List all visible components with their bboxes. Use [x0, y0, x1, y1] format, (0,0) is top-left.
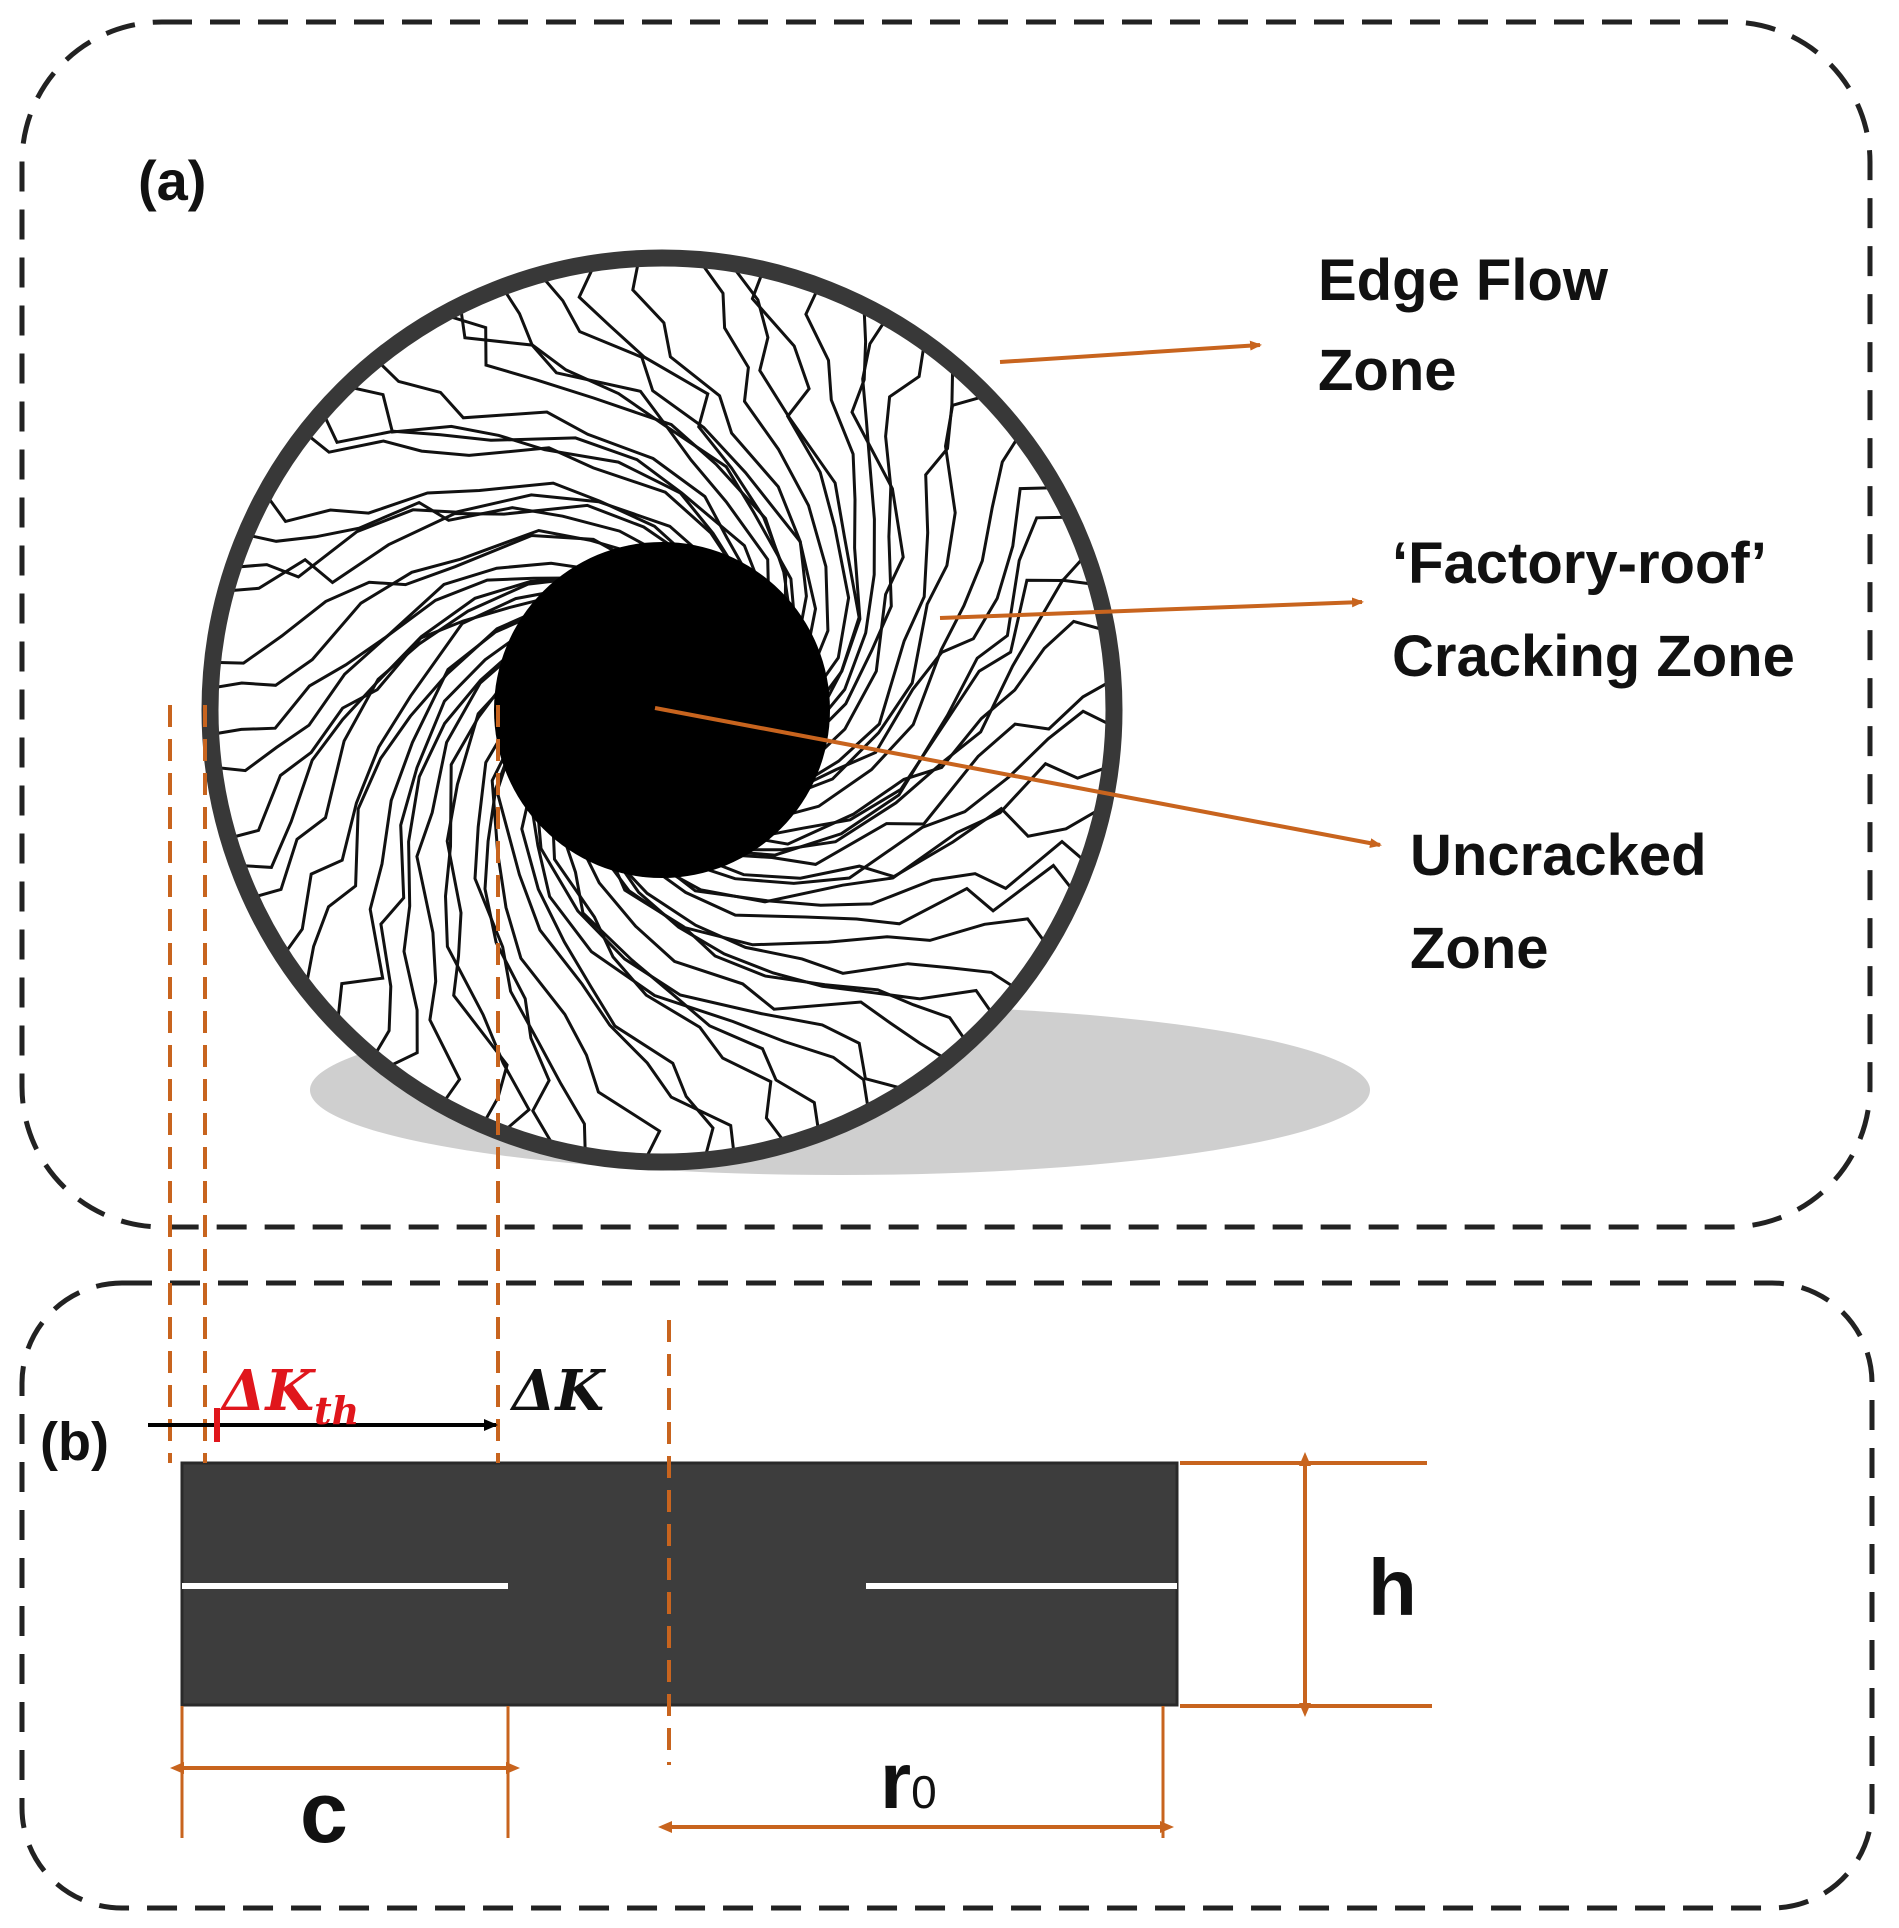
- crack-line: [654, 839, 1091, 907]
- crack-line: [483, 738, 559, 1154]
- panel-b-frame: [19, 1280, 1875, 1911]
- crack-line: [415, 639, 531, 1109]
- crack-line: [550, 812, 790, 1149]
- h-label: h: [1368, 1543, 1417, 1632]
- uncracked-label-1: Uncracked: [1410, 823, 1707, 888]
- crack-line: [796, 302, 905, 775]
- crack-line: [809, 314, 890, 732]
- crack-line: [495, 737, 737, 1158]
- crack-line: [750, 266, 851, 697]
- crack-line: [490, 735, 662, 1158]
- crack-line: [443, 660, 531, 1137]
- crack-line: [214, 561, 606, 773]
- crack-line: [499, 283, 771, 605]
- crack-line: [785, 486, 1059, 796]
- crack-line: [262, 481, 698, 566]
- crack-line: [605, 849, 971, 1047]
- crack-line: [762, 430, 1024, 823]
- factory-roof-cracks: [214, 262, 1110, 1158]
- crack-line: [577, 262, 788, 625]
- crack-line: [807, 338, 927, 743]
- crack-line: [222, 503, 700, 593]
- panel-b-tag: (b): [40, 1412, 109, 1472]
- edge-flow-label-2: Zone: [1318, 338, 1457, 403]
- crack-line: [214, 533, 636, 665]
- delta-k-label: ΔK: [509, 1358, 606, 1424]
- crack-line: [783, 393, 991, 800]
- crack-line: [342, 384, 748, 587]
- crack-line: [520, 784, 715, 1158]
- crack-line: [473, 717, 587, 1158]
- crack-line: [301, 429, 748, 587]
- crack-line: [603, 847, 1021, 993]
- crack-line: [631, 262, 808, 646]
- delta-k-th-label: ΔKth: [219, 1358, 359, 1433]
- edge-flow-leader: [999, 340, 1262, 364]
- crack-line: [572, 830, 952, 1064]
- factory-roof-label-1: ‘Factory-roof’: [1392, 531, 1764, 596]
- crack-line: [303, 600, 560, 993]
- crack-line: [234, 575, 594, 869]
- crack-line: [225, 591, 569, 841]
- svg-text:Uncracked Zone: Uncracked Zone: [1410, 823, 1723, 981]
- uncracked-label-2: Zone: [1410, 916, 1549, 981]
- crack-line: [445, 671, 518, 1129]
- crack-line: [695, 262, 830, 679]
- crack-line: [742, 619, 1110, 846]
- crack-line: [242, 500, 675, 562]
- crack-line: [319, 407, 769, 604]
- svg-text:‘Factory-roof’ Cracking Zo: ‘Factory-roof’ Cracking Zone: [1392, 531, 1795, 689]
- crack-line: [214, 528, 659, 691]
- r0-label: r0: [880, 1736, 937, 1825]
- uncracked-leader: [654, 706, 1382, 849]
- crack-line: [804, 282, 862, 713]
- crack-line: [717, 578, 1100, 852]
- crack-line: [637, 856, 1079, 926]
- crack-line: [706, 676, 1110, 866]
- crack-line: [214, 576, 591, 737]
- crack-line: [525, 774, 871, 1116]
- edge-flow-rim: [201, 249, 1123, 1171]
- crack-line: [247, 575, 594, 901]
- crack-line: [458, 302, 799, 645]
- panel-a-frame: [19, 19, 1873, 1230]
- crack-line: [734, 550, 1090, 843]
- factory-roof-leader: [939, 597, 1364, 620]
- crack-line: [373, 356, 762, 598]
- crack-line: [675, 709, 1110, 885]
- factory-roof-label-2: Cracking Zone: [1392, 624, 1795, 689]
- c-label: c: [300, 1765, 348, 1861]
- crack-line: [534, 791, 912, 1093]
- crack-line: [695, 803, 1108, 880]
- panel-a-tag: (a): [138, 149, 206, 212]
- crack-line: [537, 271, 818, 665]
- crack-line: [382, 632, 534, 1071]
- crack-line: [279, 586, 576, 960]
- edge-flow-label-1: Edge Flow: [1318, 248, 1609, 313]
- crack-line: [370, 616, 545, 1062]
- svg-text:Edge Flow Zone: Edge Flow Zone: [1318, 248, 1624, 403]
